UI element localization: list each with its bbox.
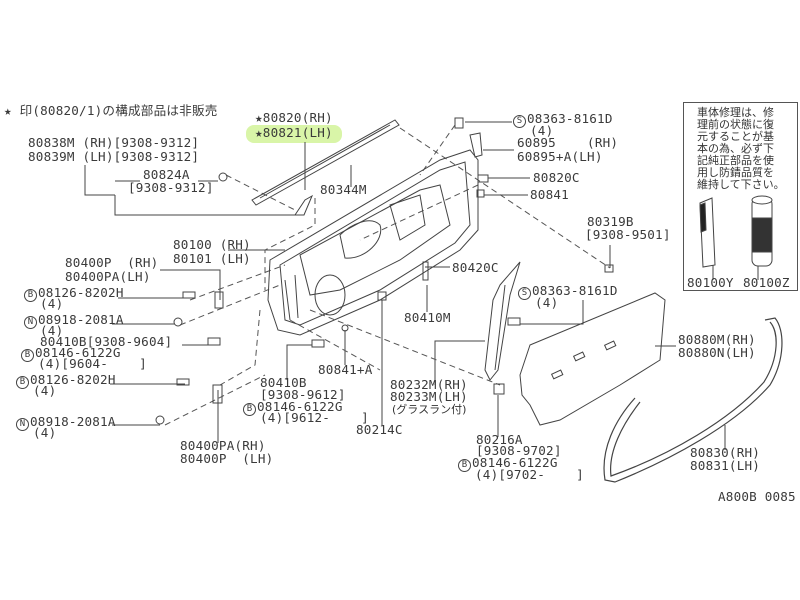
part-80410b-left[interactable]: 80410B[9308-9604] [40, 334, 173, 349]
part-80410b-center-date: [9308-9612] [260, 387, 346, 402]
part-number: 08126-8202H [30, 372, 116, 387]
part-80233m[interactable]: 80233M(LH) [390, 389, 468, 404]
part-60895[interactable]: 60895 (RH) [517, 135, 619, 150]
part-60895a[interactable]: 60895+A(LH) [517, 149, 603, 164]
n-marker-icon: N [24, 316, 37, 329]
part-80232m[interactable]: 80232M(RH) [390, 377, 468, 392]
corner-piece [294, 194, 314, 216]
s-marker-icon: S [513, 115, 526, 128]
part-80100z[interactable]: 80100Z [743, 275, 790, 290]
non-sale-note: ★ 印(80820/1)の構成部品は非販売 [4, 103, 218, 118]
qty: (4) [33, 383, 57, 398]
part-80841a[interactable]: 80841+A [318, 362, 373, 377]
qty: (4) [40, 323, 64, 338]
part-80400p[interactable]: 80400P (RH) [65, 255, 159, 270]
clip [218, 172, 228, 182]
part-80101[interactable]: 80101 (LH) [173, 251, 251, 266]
b-marker-icon: B [24, 289, 37, 302]
part-80319b-date: [9308-9501] [585, 227, 671, 242]
part-number: 08146-6122G [472, 455, 558, 470]
repair-note-line: 元することが基 [697, 130, 774, 143]
part-80410b-center[interactable]: 80410B [260, 375, 307, 390]
part-80841[interactable]: 80841 [530, 187, 569, 202]
repair-note-line: 用し防錆品質を [697, 166, 774, 179]
part-80821[interactable]: ★80821(LH) [255, 125, 333, 140]
part-80880n[interactable]: 80880N(LH) [678, 345, 756, 360]
door-shell [267, 149, 479, 336]
part-80100y[interactable]: 80100Y [687, 275, 734, 290]
b-marker-icon: B [243, 403, 256, 416]
part-number: 08918-2081A [30, 414, 116, 429]
part-80410m[interactable]: 80410M [404, 310, 451, 325]
part-80880m[interactable]: 80880M(RH) [678, 332, 756, 347]
part-80400pa-rh[interactable]: 80400PA(RH) [180, 438, 266, 453]
repair-note-box [683, 102, 798, 291]
part-number: 08126-8202H [38, 285, 124, 300]
part-number: 08146-6122G [257, 399, 343, 414]
window-molding [251, 119, 400, 206]
part-80400pa[interactable]: 80400PA(LH) [65, 269, 151, 284]
b-marker-icon: B [21, 349, 34, 362]
part-80100[interactable]: 80100 (RH) [173, 237, 251, 252]
qty: (4) [530, 123, 554, 138]
part-80214c[interactable]: 80214C [356, 422, 403, 437]
part-80344m[interactable]: 80344M [320, 182, 367, 197]
part-80824a-date: [9308-9312] [128, 180, 214, 195]
highlight-80821 [246, 125, 342, 143]
part-80831[interactable]: 80831(LH) [690, 458, 761, 473]
repair-products [699, 195, 773, 268]
qty: (4)[9702- ] [475, 467, 584, 482]
repair-note-line: 本の為、必ず下 [697, 142, 774, 155]
qty: (4) [535, 295, 559, 310]
part-80838m[interactable]: 80838M (RH)[9308-9312] [28, 135, 200, 150]
glass-run-sash [484, 261, 521, 381]
part-number: 08363-8161D [527, 111, 613, 126]
qty: (4)[9612- ] [260, 410, 369, 425]
part-number: 08363-8161D [532, 283, 618, 298]
part-number: 08918-2081A [38, 312, 124, 327]
part-number: 08146-6122G [35, 345, 121, 360]
part-80420c[interactable]: 80420C [452, 260, 499, 275]
b-marker-icon: B [458, 459, 471, 472]
glass-run-note: (グラスラン付) [392, 403, 467, 416]
diagram-code: A800B 0085 [718, 489, 796, 504]
corner-seal [469, 132, 483, 158]
part-80216a-date: [9308-9702] [476, 443, 562, 458]
repair-note-line: 車体修理は、修 [697, 106, 774, 119]
qty: (4) [33, 425, 57, 440]
hinges-and-bolts [155, 117, 614, 425]
weatherstrip [603, 317, 783, 483]
part-80820[interactable]: ★80820(RH) [255, 110, 333, 125]
b-marker-icon: B [16, 376, 29, 389]
part-80824a[interactable]: 80824A [143, 167, 190, 182]
part-80319b[interactable]: 80319B [587, 214, 634, 229]
qty: (4)[9604- ] [38, 356, 147, 371]
repair-note-line: 記純正部品を使 [697, 154, 774, 167]
door-trim-panel [519, 292, 666, 426]
n-marker-icon: N [16, 418, 29, 431]
repair-note-line: 維持して下さい。 [697, 178, 785, 191]
part-80400p-lh[interactable]: 80400P (LH) [180, 451, 274, 466]
part-80839m[interactable]: 80839M (LH)[9308-9312] [28, 149, 200, 164]
part-80216a[interactable]: 80216A [476, 432, 523, 447]
repair-note-line: 理前の状態に復 [697, 118, 774, 131]
qty: (4) [40, 296, 64, 311]
s-marker-icon: S [518, 287, 531, 300]
part-80820c[interactable]: 80820C [533, 170, 580, 185]
part-80830[interactable]: 80830(RH) [690, 445, 761, 460]
